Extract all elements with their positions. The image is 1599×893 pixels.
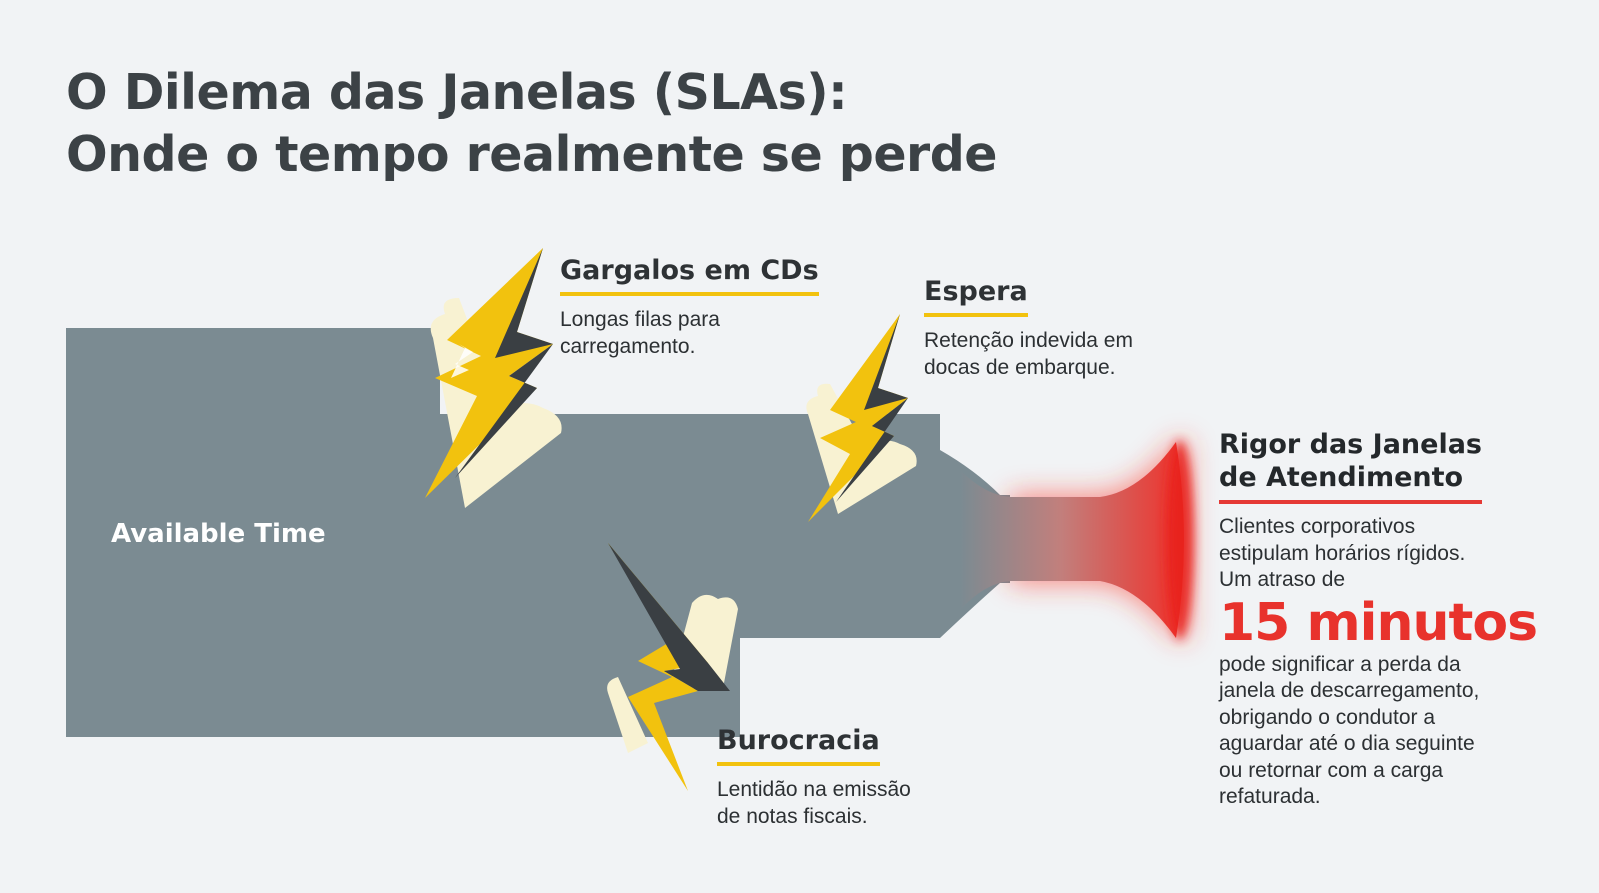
available-time-flow [66, 328, 1010, 737]
sla-outro-line-4: aguardar até o dia seguinte [1219, 732, 1475, 755]
sla-heading: Rigor das Janelas de Atendimento [1219, 428, 1482, 504]
callout-espera-line-1: Retenção indevida em [924, 329, 1133, 352]
sla-outro-line-2: janela de descarregamento, [1219, 679, 1480, 702]
callout-gargalos-heading: Gargalos em CDs [560, 254, 819, 296]
sla-outro-line-5: ou retornar com a carga [1219, 758, 1444, 782]
sla-intro-line-1: Clientes corporativos [1219, 515, 1416, 538]
sla-outro-line-1: pode significar a perda da [1219, 652, 1461, 676]
callout-burocracia: Burocracia Lentidão na emissão de notas … [717, 724, 911, 830]
callout-burocracia-line-2: de notas fiscais. [717, 805, 868, 828]
callout-burocracia-text: Lentidão na emissão de notas fiscais. [717, 776, 911, 830]
lightning-bolt-icon [806, 314, 917, 522]
sla-outro-line-3: obrigando o condutor a [1219, 705, 1435, 729]
lightning-bolt-icon [425, 248, 562, 508]
sla-funnel [960, 440, 1194, 640]
callout-espera-line-2: docas de embarque. [924, 356, 1116, 379]
callout-gargalos-line-1: Longas filas para [560, 308, 720, 331]
sla-intro: Clientes corporativos estipulam horários… [1219, 514, 1589, 594]
lightning-bolt-icon [607, 543, 738, 791]
callout-burocracia-heading: Burocracia [717, 724, 880, 766]
callout-gargalos-text: Longas filas para carregamento. [560, 306, 819, 360]
available-time-label: Available Time [111, 519, 326, 549]
callout-burocracia-line-1: Lentidão na emissão [717, 778, 911, 801]
sla-outro: pode significar a perda da janela de des… [1219, 652, 1589, 811]
callout-espera-heading: Espera [924, 275, 1028, 317]
sla-highlight: 15 minutos [1219, 592, 1538, 653]
page-title: O Dilema das Janelas (SLAs): Onde o temp… [66, 62, 998, 186]
callout-gargalos-line-2: carregamento. [560, 335, 696, 358]
sla-panel: Rigor das Janelas de Atendimento Cliente… [1219, 428, 1589, 811]
sla-intro-line-3: Um atraso de [1219, 568, 1346, 591]
callout-espera-text: Retenção indevida em docas de embarque. [924, 327, 1133, 381]
sla-outro-line-6: refaturada. [1219, 785, 1321, 808]
sla-heading-line-1: Rigor das Janelas [1219, 429, 1482, 460]
sla-heading-line-2: de Atendimento [1219, 462, 1464, 493]
sla-intro-line-2: estipulam horários rígidos. [1219, 541, 1466, 565]
callout-espera: Espera Retenção indevida em docas de emb… [924, 275, 1133, 381]
callout-gargalos: Gargalos em CDs Longas filas para carreg… [560, 254, 819, 360]
page-title-line-1: O Dilema das Janelas (SLAs): [66, 64, 848, 121]
page-title-line-2: Onde o tempo realmente se perde [66, 126, 998, 183]
